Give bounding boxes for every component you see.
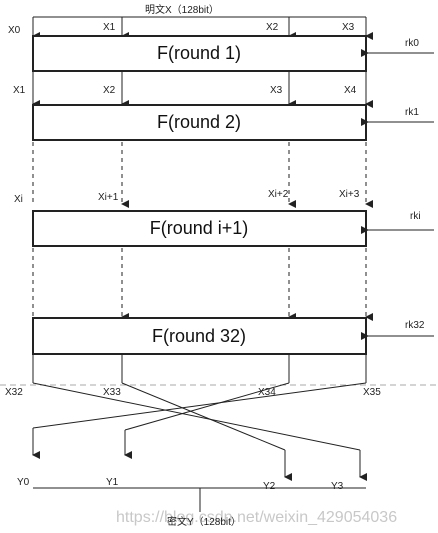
output-label: X34 [258, 387, 276, 398]
reverse-line [121, 382, 286, 451]
input-label: Xi+2 [268, 189, 289, 200]
input-label: X2 [103, 85, 116, 96]
round-box [32, 317, 367, 355]
input-label: Xi+3 [339, 189, 360, 200]
input-label: X4 [344, 85, 357, 96]
input-label: Xi+1 [98, 192, 119, 203]
watermark: https://blog.csdn.net/weixin_429054036 [116, 509, 397, 526]
ciphertext-label: 密文Y（128bit） [167, 515, 241, 528]
round-key-label: rk1 [405, 107, 419, 118]
round-box [32, 104, 367, 141]
round-label: F(round i+1) [150, 218, 249, 238]
final-output-label: Y2 [263, 481, 276, 492]
final-output-label: Y0 [17, 477, 30, 488]
round-key-label: rki [410, 211, 421, 222]
output-label: X35 [363, 387, 381, 398]
input-label: X2 [266, 22, 279, 33]
round-key-label: rk32 [405, 320, 425, 331]
reverse-line [32, 382, 361, 451]
output-label: X32 [5, 387, 23, 398]
reverse-line [124, 382, 290, 431]
input-label: X3 [342, 22, 355, 33]
round-label: F(round 1) [157, 43, 241, 63]
final-output-label: Y1 [106, 477, 119, 488]
round-key-label: rk0 [405, 38, 419, 49]
input-label: X1 [13, 85, 26, 96]
round-box [32, 210, 367, 247]
final-output-label: Y3 [331, 481, 344, 492]
input-label: X0 [8, 25, 21, 36]
round-label: F(round 2) [157, 112, 241, 132]
reverse-line [32, 382, 367, 429]
input-label: X1 [103, 22, 116, 33]
round-label: F(round 32) [152, 326, 246, 346]
input-label: X3 [270, 85, 283, 96]
plaintext-label: 明文X（128bit） [145, 3, 219, 16]
output-label: X33 [103, 387, 121, 398]
input-label: Xi [14, 194, 23, 205]
